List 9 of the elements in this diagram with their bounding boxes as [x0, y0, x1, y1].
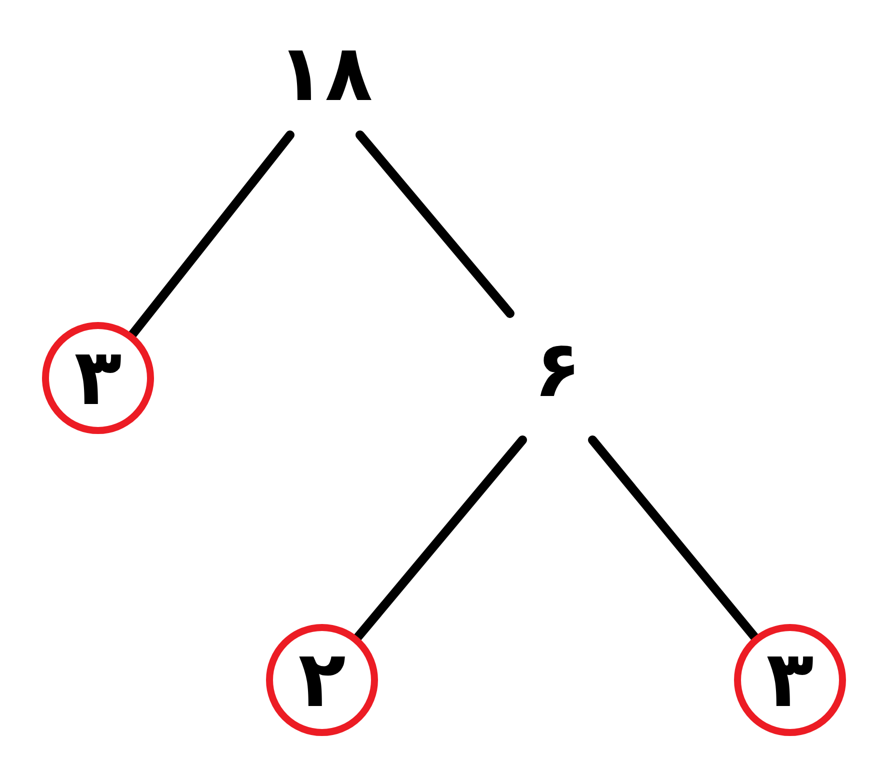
connector-line — [356, 130, 514, 318]
number-label: ۳ — [74, 339, 122, 417]
number-label: ۲ — [298, 641, 346, 719]
number-label: ۱۸ — [277, 34, 373, 112]
number-label: ۶ — [534, 331, 582, 409]
connector-line — [588, 436, 759, 642]
number-label: ۳ — [766, 641, 814, 719]
connector-line — [128, 130, 294, 339]
connector-line — [353, 436, 527, 642]
